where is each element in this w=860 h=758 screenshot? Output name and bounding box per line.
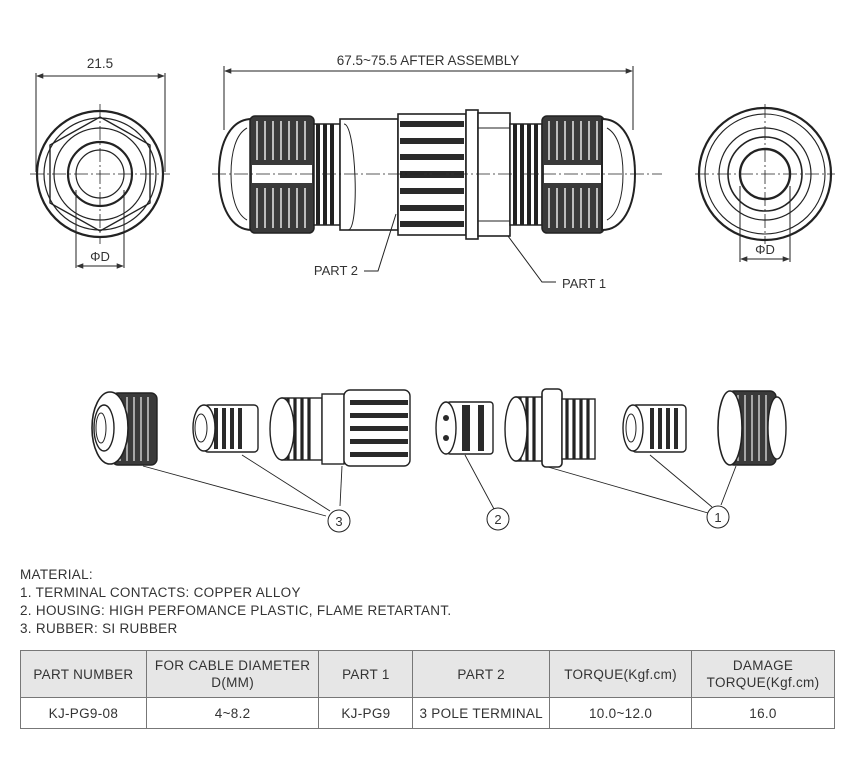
material-item: 3. RUBBER: SI RUBBER xyxy=(20,621,178,636)
balloon-2-circle xyxy=(486,507,510,531)
header-part-1: PART 1 xyxy=(318,650,414,698)
header-torque: TORQUE(Kgf.cm) xyxy=(549,650,693,698)
diameter-label-left: ΦD xyxy=(90,249,110,264)
left-end-view xyxy=(30,73,170,269)
header-cable-diameter: FOR CABLE DIAMETER D(MM) xyxy=(145,650,320,698)
callout-part-2: PART 2 xyxy=(314,263,358,278)
width-dimension-label: 21.5 xyxy=(87,56,113,71)
terminal-insert xyxy=(435,401,494,455)
cell-cable-diameter: 4~8.2 xyxy=(145,697,320,729)
cell-part-2: 3 POLE TERMINAL xyxy=(412,697,551,729)
table-header-row: PART NUMBER FOR CABLE DIAMETER D(MM) PAR… xyxy=(20,650,835,698)
callout-part-1: PART 1 xyxy=(562,276,606,291)
exploded-view xyxy=(91,388,787,533)
part-2-housing xyxy=(269,389,411,467)
material-heading: MATERIAL: xyxy=(20,567,93,582)
header-part-2: PART 2 xyxy=(412,650,551,698)
header-part-number: PART NUMBER xyxy=(20,650,147,698)
diameter-label-right: ΦD xyxy=(755,242,775,257)
material-item: 1. TERMINAL CONTACTS: COPPER ALLOY xyxy=(20,585,301,600)
header-damage-torque: DAMAGE TORQUE(Kgf.cm) xyxy=(691,650,835,698)
right-cap-nut xyxy=(717,390,787,466)
cell-damage-torque: 16.0 xyxy=(691,697,835,729)
table-row: KJ-PG9-08 4~8.2 KJ-PG9 3 POLE TERMINAL 1… xyxy=(20,697,835,729)
side-view-assembly xyxy=(212,66,662,283)
right-end-view xyxy=(695,104,835,262)
spec-table: PART NUMBER FOR CABLE DIAMETER D(MM) PAR… xyxy=(20,650,835,729)
balloon-2-label: 2 xyxy=(494,512,501,527)
material-notes: MATERIAL: 1. TERMINAL CONTACTS: COPPER A… xyxy=(20,566,451,638)
balloon-1-circle xyxy=(706,505,730,529)
length-dimension-label: 67.5~75.5 AFTER ASSEMBLY xyxy=(337,53,519,68)
part-1-body xyxy=(504,388,596,468)
left-seal-claw xyxy=(192,404,259,453)
balloon-1-label: 1 xyxy=(714,510,721,525)
left-cap-nut xyxy=(91,391,158,466)
cell-part-1: KJ-PG9 xyxy=(318,697,414,729)
balloon-3-label: 3 xyxy=(335,514,342,529)
cell-torque: 10.0~12.0 xyxy=(549,697,693,729)
balloon-3-circle xyxy=(327,509,351,533)
right-seal-claw xyxy=(622,404,687,453)
cell-part-number: KJ-PG9-08 xyxy=(20,697,147,729)
material-item: 2. HOUSING: HIGH PERFOMANCE PLASTIC, FLA… xyxy=(20,603,452,618)
